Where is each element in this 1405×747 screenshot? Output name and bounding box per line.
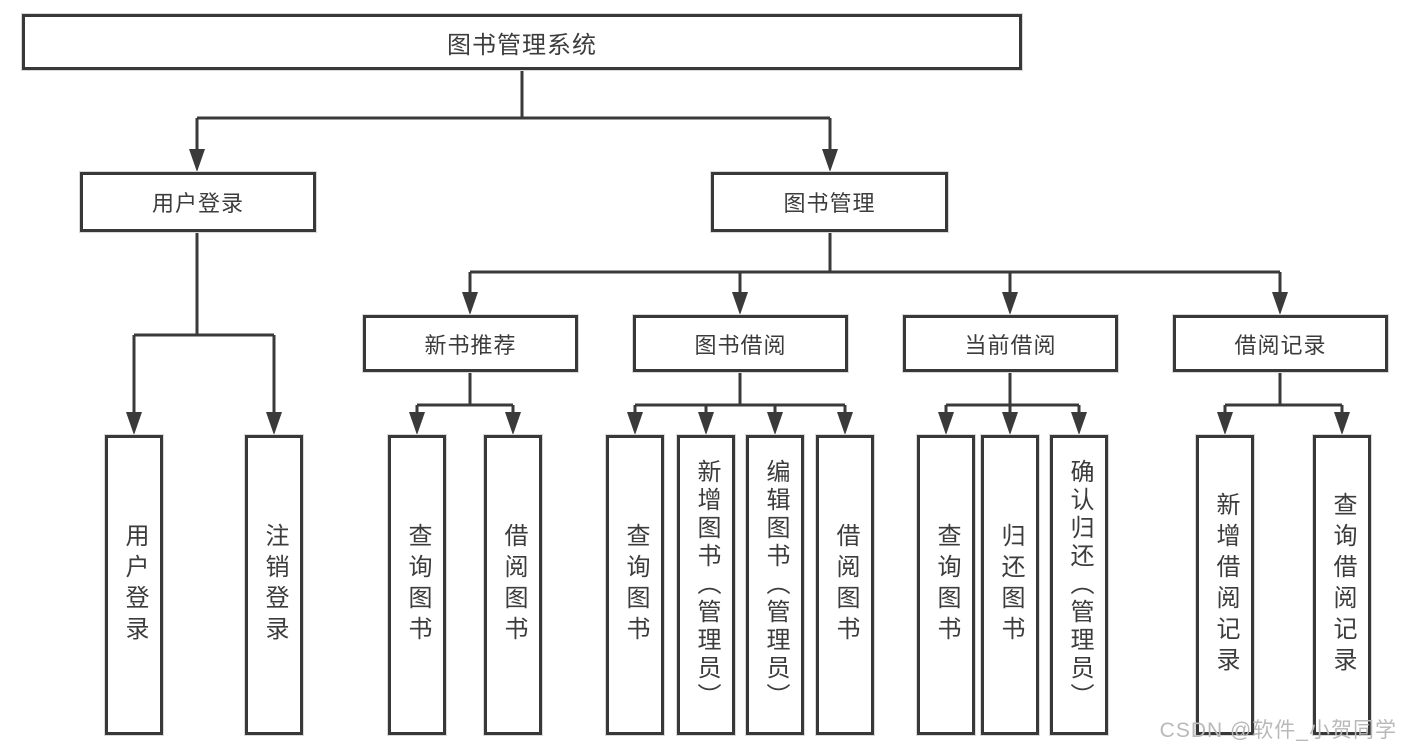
node-label: 查询图书 <box>404 523 431 647</box>
node-label: 图书管理 <box>783 191 876 216</box>
connector-new-book-branch <box>415 372 515 414</box>
connector-book-borrow-branch <box>633 372 847 414</box>
node-label: 借阅图书 <box>500 523 527 647</box>
node-leaf-add-books-admin: 新增图书（管理员） <box>677 435 735 735</box>
node-leaf-query-books-3: 查询图书 <box>917 435 975 735</box>
node-label: 新书推荐 <box>424 332 517 358</box>
node-borrowing-records: 借阅记录 <box>1173 315 1388 372</box>
node-new-book-recommendation: 新书推荐 <box>363 315 578 372</box>
node-label: 当前借阅 <box>964 332 1057 358</box>
node-label: 查询借阅记录 <box>1329 492 1356 678</box>
node-book-borrowing: 图书借阅 <box>633 315 848 372</box>
node-book-management: 图书管理 <box>711 172 948 232</box>
node-leaf-query-borrow-record: 查询借阅记录 <box>1313 435 1371 735</box>
node-label: 新增图书（管理员） <box>693 459 720 711</box>
node-label: 新增借阅记录 <box>1212 492 1239 678</box>
node-label: 借阅记录 <box>1234 332 1327 358</box>
node-label: 借阅图书 <box>832 523 859 647</box>
node-leaf-borrow-books-1: 借阅图书 <box>484 435 542 735</box>
node-leaf-add-borrow-record: 新增借阅记录 <box>1196 435 1254 735</box>
node-label: 归还图书 <box>997 523 1024 647</box>
connector-root-to-level2 <box>195 70 832 152</box>
csdn-watermark: CSDN @软件_小贺同学 <box>1159 719 1397 742</box>
node-leaf-query-books-2: 查询图书 <box>606 435 664 735</box>
node-leaf-logout: 注销登录 <box>245 435 303 735</box>
connector-borrow-record-branch <box>1223 372 1344 414</box>
node-user-login: 用户登录 <box>80 172 316 232</box>
node-label: 用户登录 <box>121 523 148 647</box>
node-current-borrowing: 当前借阅 <box>903 315 1118 372</box>
node-label: 图书借阅 <box>694 332 787 358</box>
node-leaf-query-books-1: 查询图书 <box>388 435 446 735</box>
node-label: 查询图书 <box>933 523 960 647</box>
node-label: 编辑图书（管理员） <box>762 459 789 711</box>
node-leaf-user-login: 用户登录 <box>105 435 163 735</box>
node-label: 用户登录 <box>151 191 244 216</box>
connector-book-management-branch <box>468 232 1282 294</box>
node-label: 注销登录 <box>261 523 288 647</box>
node-library-management-system: 图书管理系统 <box>22 14 1022 70</box>
node-label: 图书管理系统 <box>447 31 597 59</box>
node-leaf-borrow-books-2: 借阅图书 <box>816 435 874 735</box>
node-leaf-confirm-return-admin: 确认归还（管理员） <box>1050 435 1108 735</box>
connector-current-borrow-branch <box>944 372 1081 414</box>
node-label: 确认归还（管理员） <box>1066 459 1093 711</box>
node-label: 查询图书 <box>622 523 649 647</box>
node-leaf-edit-books-admin: 编辑图书（管理员） <box>746 435 804 735</box>
arrowhead-icons <box>126 149 1350 435</box>
connector-user-login-branch <box>132 232 276 414</box>
node-leaf-return-books: 归还图书 <box>981 435 1039 735</box>
